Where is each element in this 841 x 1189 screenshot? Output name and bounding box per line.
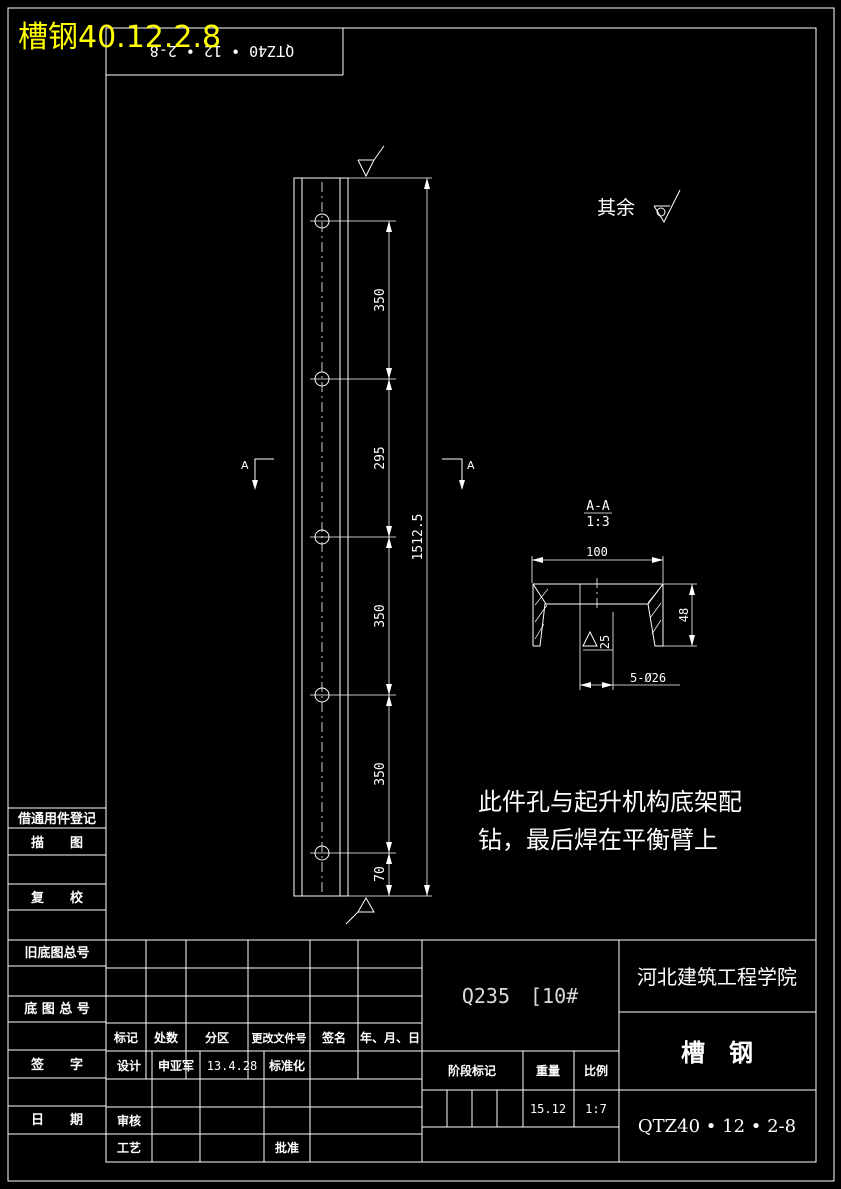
svg-text:100: 100 bbox=[586, 545, 608, 559]
note-line-2: 钻，最后焊在平衡臂上 bbox=[478, 826, 718, 854]
svg-text:描 图: 描 图 bbox=[31, 835, 83, 851]
svg-text:处数: 处数 bbox=[153, 1030, 179, 1045]
designer-name: 申亚军 bbox=[158, 1058, 194, 1073]
svg-text:13.4.28: 13.4.28 bbox=[207, 1059, 258, 1073]
part-name: 槽 钢 bbox=[681, 1039, 753, 1067]
svg-text:复 校: 复 校 bbox=[30, 890, 84, 906]
overall-dimension: 1512.5 bbox=[411, 178, 430, 896]
left-column: 借通用件登记 描 图 复 校 旧底图总号 底 图 总 号 签 字 日 期 bbox=[8, 807, 106, 1135]
svg-text:A: A bbox=[467, 459, 475, 472]
roughness-symbol-top bbox=[357, 145, 385, 178]
dim-350-b: 350 bbox=[373, 604, 388, 627]
svg-text:审核: 审核 bbox=[117, 1113, 141, 1128]
svg-text:A-A: A-A bbox=[586, 499, 610, 514]
roughness-note-label: 其余 bbox=[597, 197, 635, 219]
svg-text:年、月、日: 年、月、日 bbox=[360, 1030, 420, 1045]
svg-text:阶段标记: 阶段标记 bbox=[448, 1063, 496, 1078]
svg-text:批准: 批准 bbox=[275, 1140, 299, 1155]
note-line-1: 此件孔与起升机构底架配 bbox=[478, 788, 742, 816]
svg-text:1512.5: 1512.5 bbox=[411, 514, 426, 561]
svg-text:更改文件号: 更改文件号 bbox=[252, 1031, 307, 1045]
dim-295: 295 bbox=[373, 446, 388, 469]
svg-text:QTZ40 • 12 • 2-8: QTZ40 • 12 • 2-8 bbox=[150, 42, 295, 60]
chain-dimension: 350 295 350 350 70 bbox=[373, 221, 392, 896]
roughness-symbol-bottom bbox=[345, 896, 375, 925]
svg-text:底 图 总 号: 底 图 总 号 bbox=[24, 1001, 90, 1017]
title-block: 标记 处数 分区 更改文件号 签名 年、月、日 设计 申亚军 13.4.28 标… bbox=[106, 939, 816, 1162]
svg-text:A: A bbox=[241, 459, 249, 472]
svg-text:1:3: 1:3 bbox=[586, 515, 609, 530]
outer-border bbox=[7, 7, 835, 1182]
dim-350-a: 350 bbox=[373, 288, 388, 311]
roughness-note-symbol bbox=[653, 189, 681, 224]
svg-text:15.12: 15.12 bbox=[530, 1102, 566, 1116]
header-overlay: 槽钢40.12.2.8 bbox=[18, 20, 221, 55]
svg-text:25: 25 bbox=[598, 635, 612, 649]
svg-text:分区: 分区 bbox=[205, 1030, 229, 1045]
svg-text:比例: 比例 bbox=[584, 1063, 608, 1078]
svg-text:日 期: 日 期 bbox=[31, 1113, 83, 1128]
svg-text:签 字: 签 字 bbox=[30, 1057, 83, 1073]
dim-70: 70 bbox=[373, 866, 388, 882]
section-mark-left: A bbox=[241, 458, 274, 490]
material-label: Q235 [10# bbox=[462, 984, 578, 1008]
svg-text:1:7: 1:7 bbox=[585, 1102, 607, 1116]
dim-350-c: 350 bbox=[373, 762, 388, 785]
svg-text:重量: 重量 bbox=[536, 1063, 560, 1078]
svg-text:48: 48 bbox=[677, 608, 691, 622]
channel-side-view bbox=[293, 177, 432, 897]
svg-text:设计: 设计 bbox=[117, 1058, 141, 1073]
school-name: 河北建筑工程学院 bbox=[637, 965, 797, 989]
inner-border bbox=[105, 27, 817, 1163]
svg-text:标记: 标记 bbox=[113, 1030, 138, 1045]
svg-text:旧底图总号: 旧底图总号 bbox=[24, 945, 89, 961]
section-a-a: A-A 1:3 100 48 25 bbox=[531, 499, 697, 690]
svg-text:签名: 签名 bbox=[321, 1030, 346, 1045]
corner-stamp: QTZ40 • 12 • 2-8 bbox=[150, 42, 295, 60]
drawing-number: QTZ40 • 12 • 2-8 bbox=[638, 1116, 796, 1137]
svg-text:5-Ø26: 5-Ø26 bbox=[630, 671, 666, 685]
svg-text:借通用件登记: 借通用件登记 bbox=[17, 811, 96, 827]
svg-text:标准化: 标准化 bbox=[268, 1058, 305, 1073]
section-mark-right: A bbox=[442, 458, 475, 490]
svg-text:工艺: 工艺 bbox=[117, 1140, 141, 1155]
